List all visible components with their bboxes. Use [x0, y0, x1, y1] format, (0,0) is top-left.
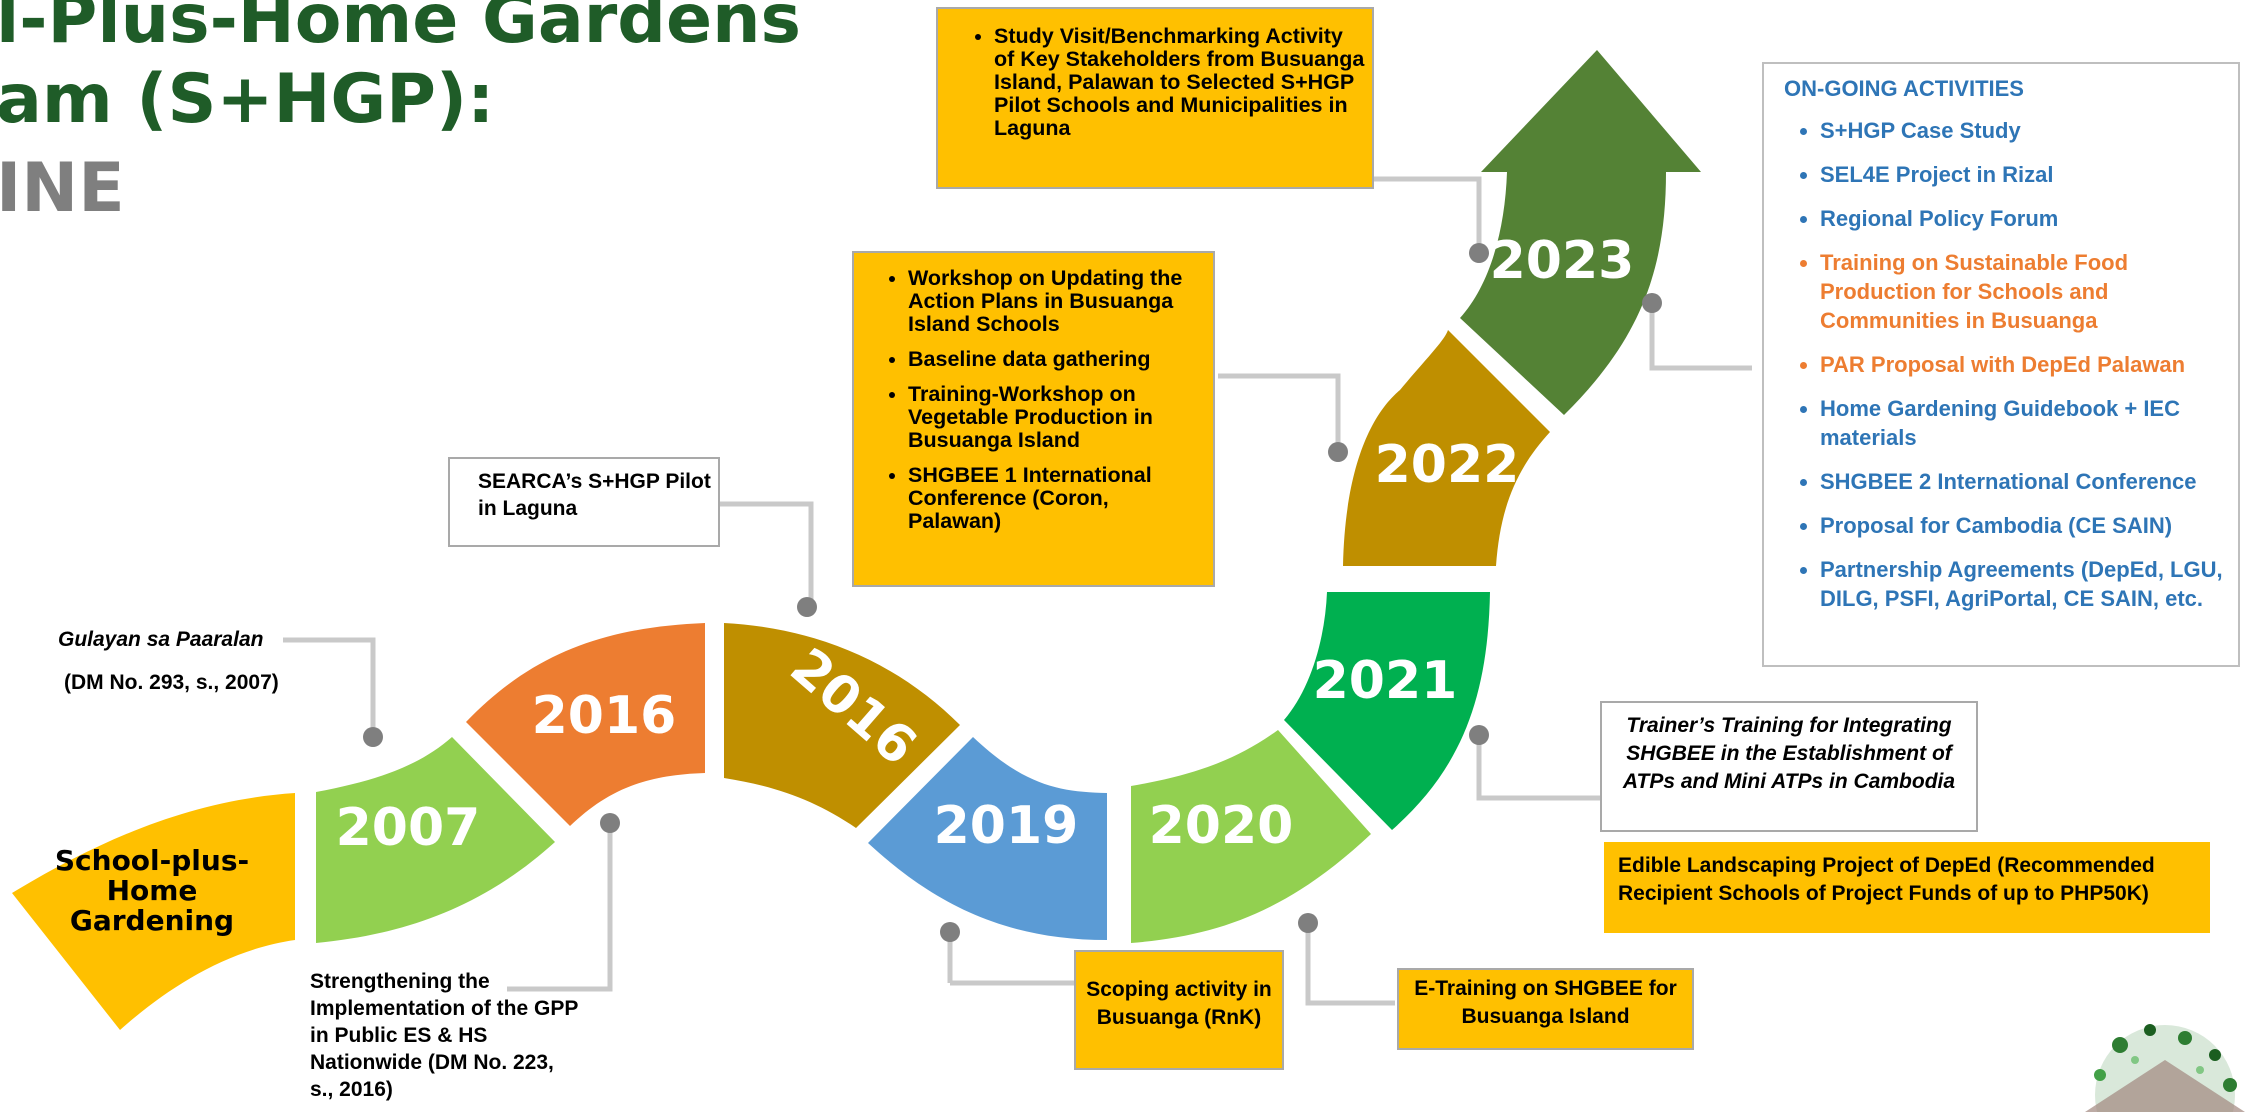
study-visit-box: Study Visit/Benchmarking Activity of Key… [936, 7, 1374, 189]
box-2022-list: Workshop on Updating the Action Plans in… [854, 267, 1207, 533]
strengthening-text: Strengthening the Implementation of the … [310, 970, 578, 1101]
ongoing-activities-panel: ON-GOING ACTIVITIES S+HGP Case Study SEL… [1762, 62, 2240, 667]
start-label-1: School-plus- [55, 844, 249, 877]
segment-2022 [1343, 330, 1550, 566]
year-2016-a: 2016 [532, 686, 677, 746]
connector-ongoing [1649, 303, 1752, 371]
year-2021: 2021 [1313, 651, 1458, 711]
ongoing-list: S+HGP Case Study SEL4E Project in Rizal … [1764, 116, 2230, 628]
box-2022-item-3: Training-Workshop on Vegetable Productio… [908, 383, 1207, 452]
etraining-box: E-Training on SHGBEE for Busuanga Island [1397, 968, 1694, 1050]
connector-etraining [1305, 923, 1395, 1006]
trainers-box: Trainer’s Training for Integrating SHGBE… [1600, 701, 1978, 832]
connector-gulayan [283, 637, 376, 737]
title-line-2: am (S+HGP): [0, 60, 495, 139]
ongoing-item-5: PAR Proposal with DepEd Palawan [1820, 350, 2230, 379]
arrow-head [1481, 50, 1701, 172]
dot-searca [797, 597, 817, 617]
segment-2016b [724, 623, 960, 828]
ongoing-item-6: Home Gardening Guidebook + IEC materials [1820, 394, 2230, 452]
scoping-box: Scoping activity in Busuanga (RnK) [1074, 950, 1284, 1070]
segment-2023 [1460, 172, 1666, 415]
ongoing-item-1: S+HGP Case Study [1820, 116, 2230, 145]
scoping-text: Scoping activity in Busuanga (RnK) [1086, 978, 1272, 1029]
dot-gulayan [363, 727, 383, 747]
ongoing-item-4: Training on Sustainable Food Production … [1820, 248, 2230, 335]
connector-strengthening [507, 823, 613, 992]
start-label-2: Home [107, 874, 198, 907]
dot-study [1469, 243, 1489, 263]
edible-box: Edible Landscaping Project of DepEd (Rec… [1604, 842, 2210, 933]
study-visit-item: Study Visit/Benchmarking Activity of Key… [994, 25, 1366, 140]
segment-2021 [1284, 592, 1490, 830]
year-2007: 2007 [336, 798, 481, 858]
connector-box2022 [1218, 373, 1341, 452]
year-2019: 2019 [934, 796, 1079, 856]
searca-text: SEARCA’s S+HGP Pilot in Laguna [478, 470, 711, 520]
ongoing-item-2: SEL4E Project in Rizal [1820, 160, 2230, 189]
box-2022-item-2: Baseline data gathering [908, 348, 1207, 371]
dot-ongoing [1642, 293, 1662, 313]
ongoing-item-9: Partnership Agreements (DepEd, LGU, DILG… [1820, 555, 2230, 613]
segment-2019 [868, 737, 1107, 940]
segment-2007 [316, 737, 555, 943]
ongoing-item-3: Regional Policy Forum [1820, 204, 2230, 233]
dot-strengthening [600, 813, 620, 833]
gulayan-title: Gulayan sa Paaralan [58, 628, 264, 651]
dot-trainers [1469, 725, 1489, 745]
connector-searca [720, 501, 814, 607]
segment-2016a [466, 623, 705, 826]
study-visit-list: Study Visit/Benchmarking Activity of Key… [938, 25, 1366, 140]
gulayan-ref: (DM No. 293, s., 2007) [64, 671, 279, 694]
connector-study [1373, 176, 1482, 253]
ongoing-item-8: Proposal for Cambodia (CE SAIN) [1820, 511, 2230, 540]
box-2022: Workshop on Updating the Action Plans in… [852, 251, 1215, 587]
searca-box: SEARCA’s S+HGP Pilot in Laguna [448, 457, 720, 547]
start-label-3: Gardening [70, 904, 234, 937]
logo-emblem [2085, 1024, 2245, 1112]
etraining-text: E-Training on SHGBEE for Busuanga Island [1414, 977, 1677, 1028]
ongoing-item-7: SHGBEE 2 International Conference [1820, 467, 2230, 496]
connector-trainers [1476, 735, 1600, 801]
box-2022-item-1: Workshop on Updating the Action Plans in… [908, 267, 1207, 336]
edible-text: Edible Landscaping Project of DepEd (Rec… [1618, 854, 2155, 905]
ongoing-heading: ON-GOING ACTIVITIES [1784, 76, 2024, 101]
year-2020: 2020 [1149, 796, 1294, 856]
title-line-3: INE [0, 149, 125, 228]
dot-scoping [940, 922, 960, 942]
dot-box2022 [1328, 442, 1348, 462]
connector-dots [363, 243, 1662, 942]
segment-2020 [1131, 730, 1371, 943]
trainers-text: Trainer’s Training for Integrating SHGBE… [1622, 714, 1956, 793]
box-2022-item-4: SHGBEE 1 International Conference (Coron… [908, 464, 1207, 533]
connector-lines [283, 176, 1752, 1006]
year-2023: 2023 [1490, 231, 1635, 291]
title-line-1: l-Plus-Home Gardens [0, 0, 801, 59]
segment-start [12, 793, 295, 1030]
year-2022: 2022 [1375, 435, 1520, 495]
dot-etraining [1298, 913, 1318, 933]
